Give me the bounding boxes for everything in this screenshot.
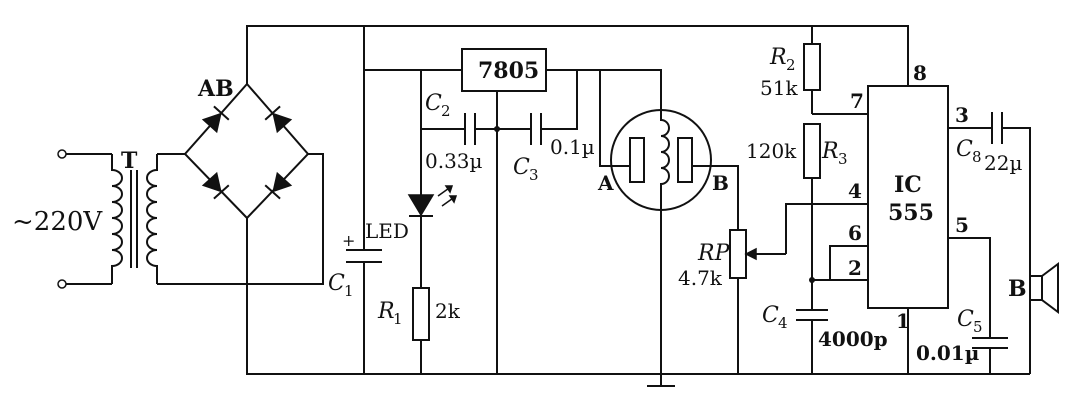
c8-capacitor: C 8 22µ — [948, 112, 1031, 276]
ac-terminal-top — [57, 149, 67, 159]
r1-name: R — [377, 299, 395, 324]
ic-label-1: IC — [894, 172, 922, 198]
c2-name: C — [425, 91, 442, 116]
r3-sub: 3 — [838, 150, 848, 168]
ic-pin-6: 6 — [848, 221, 862, 245]
c1-capacitor: + C 1 — [328, 26, 382, 374]
c3-name: C — [513, 155, 530, 180]
r2-name: R — [769, 45, 787, 70]
c4-name: C — [762, 303, 779, 328]
sensor-electrode-a — [629, 137, 645, 183]
rp-potentiometer: RP 4.7k — [678, 229, 786, 374]
ground-symbol — [647, 374, 675, 387]
ic-pin-5: 5 — [955, 213, 969, 237]
transformer: T — [111, 148, 158, 284]
c8-value: 22µ — [984, 151, 1022, 175]
primary-coil — [111, 154, 123, 284]
rp-value: 4.7k — [678, 266, 723, 290]
timing-network: R 2 51k 120k R 3 C 4 4000p — [746, 26, 888, 374]
diode-2 — [264, 105, 293, 134]
bridge-label: AB — [197, 76, 234, 102]
source-label: ~220V — [12, 207, 103, 237]
diode-1 — [201, 105, 230, 134]
c1-sub: 1 — [344, 282, 354, 300]
diode-4 — [264, 171, 293, 200]
secondary-coil — [146, 154, 158, 284]
c4-value: 4000p — [818, 327, 888, 351]
c2-value: 0.33µ — [425, 149, 483, 173]
r1-resistor — [412, 287, 430, 341]
ic-555: IC 555 8 7 4 6 2 3 5 1 — [848, 61, 969, 374]
r2-sub: 2 — [786, 56, 796, 74]
svg-text:+: + — [342, 231, 355, 250]
c1-name: C — [328, 271, 345, 296]
c5-name: C — [957, 307, 974, 332]
ic-pin-4: 4 — [848, 179, 862, 203]
regulator-7805: 7805 — [364, 48, 662, 374]
c5-capacitor: C 5 0.01µ — [916, 237, 1008, 374]
c8-name: C — [956, 137, 973, 162]
r3-name: R — [821, 139, 839, 164]
led-branch: LED R 1 2k — [365, 70, 461, 374]
led — [407, 194, 435, 217]
c2-c3-capacitors: C 2 0.33µ C 3 0.1µ — [421, 70, 595, 184]
c2-sub: 2 — [441, 102, 451, 120]
transformer-label: T — [121, 148, 138, 174]
ic-label-2: 555 — [888, 200, 934, 226]
diode-3 — [201, 171, 230, 200]
c3-sub: 3 — [529, 166, 539, 184]
bridge-rectifier: AB — [183, 76, 310, 220]
ic-pin-1: 1 — [896, 309, 910, 333]
speaker: B — [1008, 262, 1059, 374]
ic-pin-2: 2 — [848, 256, 862, 280]
c3-value: 0.1µ — [550, 135, 595, 159]
c5-value: 0.01µ — [916, 341, 979, 365]
sensor-pin-b: B — [712, 171, 729, 195]
led-label: LED — [365, 219, 409, 243]
ic-pin-3: 3 — [955, 103, 969, 127]
r3-value: 120k — [746, 139, 797, 163]
sensor-pin-a: A — [597, 171, 614, 195]
ic-pin-8: 8 — [913, 61, 927, 85]
r2-value: 51k — [760, 76, 798, 100]
r3-resistor — [803, 123, 821, 179]
ic-pin-7: 7 — [850, 89, 864, 113]
ac-input: ~220V — [12, 149, 112, 289]
c5-sub: 5 — [973, 318, 983, 336]
regulator-label: 7805 — [478, 58, 539, 84]
c8-sub: 8 — [972, 148, 982, 166]
sensor-electrode-b — [677, 137, 693, 183]
c4-sub: 4 — [778, 314, 788, 332]
r2-resistor — [803, 43, 821, 91]
r1-sub: 1 — [393, 310, 403, 328]
ac-terminal-bottom — [57, 279, 67, 289]
speaker-label: B — [1008, 276, 1027, 302]
rp-name: RP — [697, 241, 731, 266]
r1-value: 2k — [435, 299, 461, 323]
gas-sensor: A B — [597, 70, 739, 374]
